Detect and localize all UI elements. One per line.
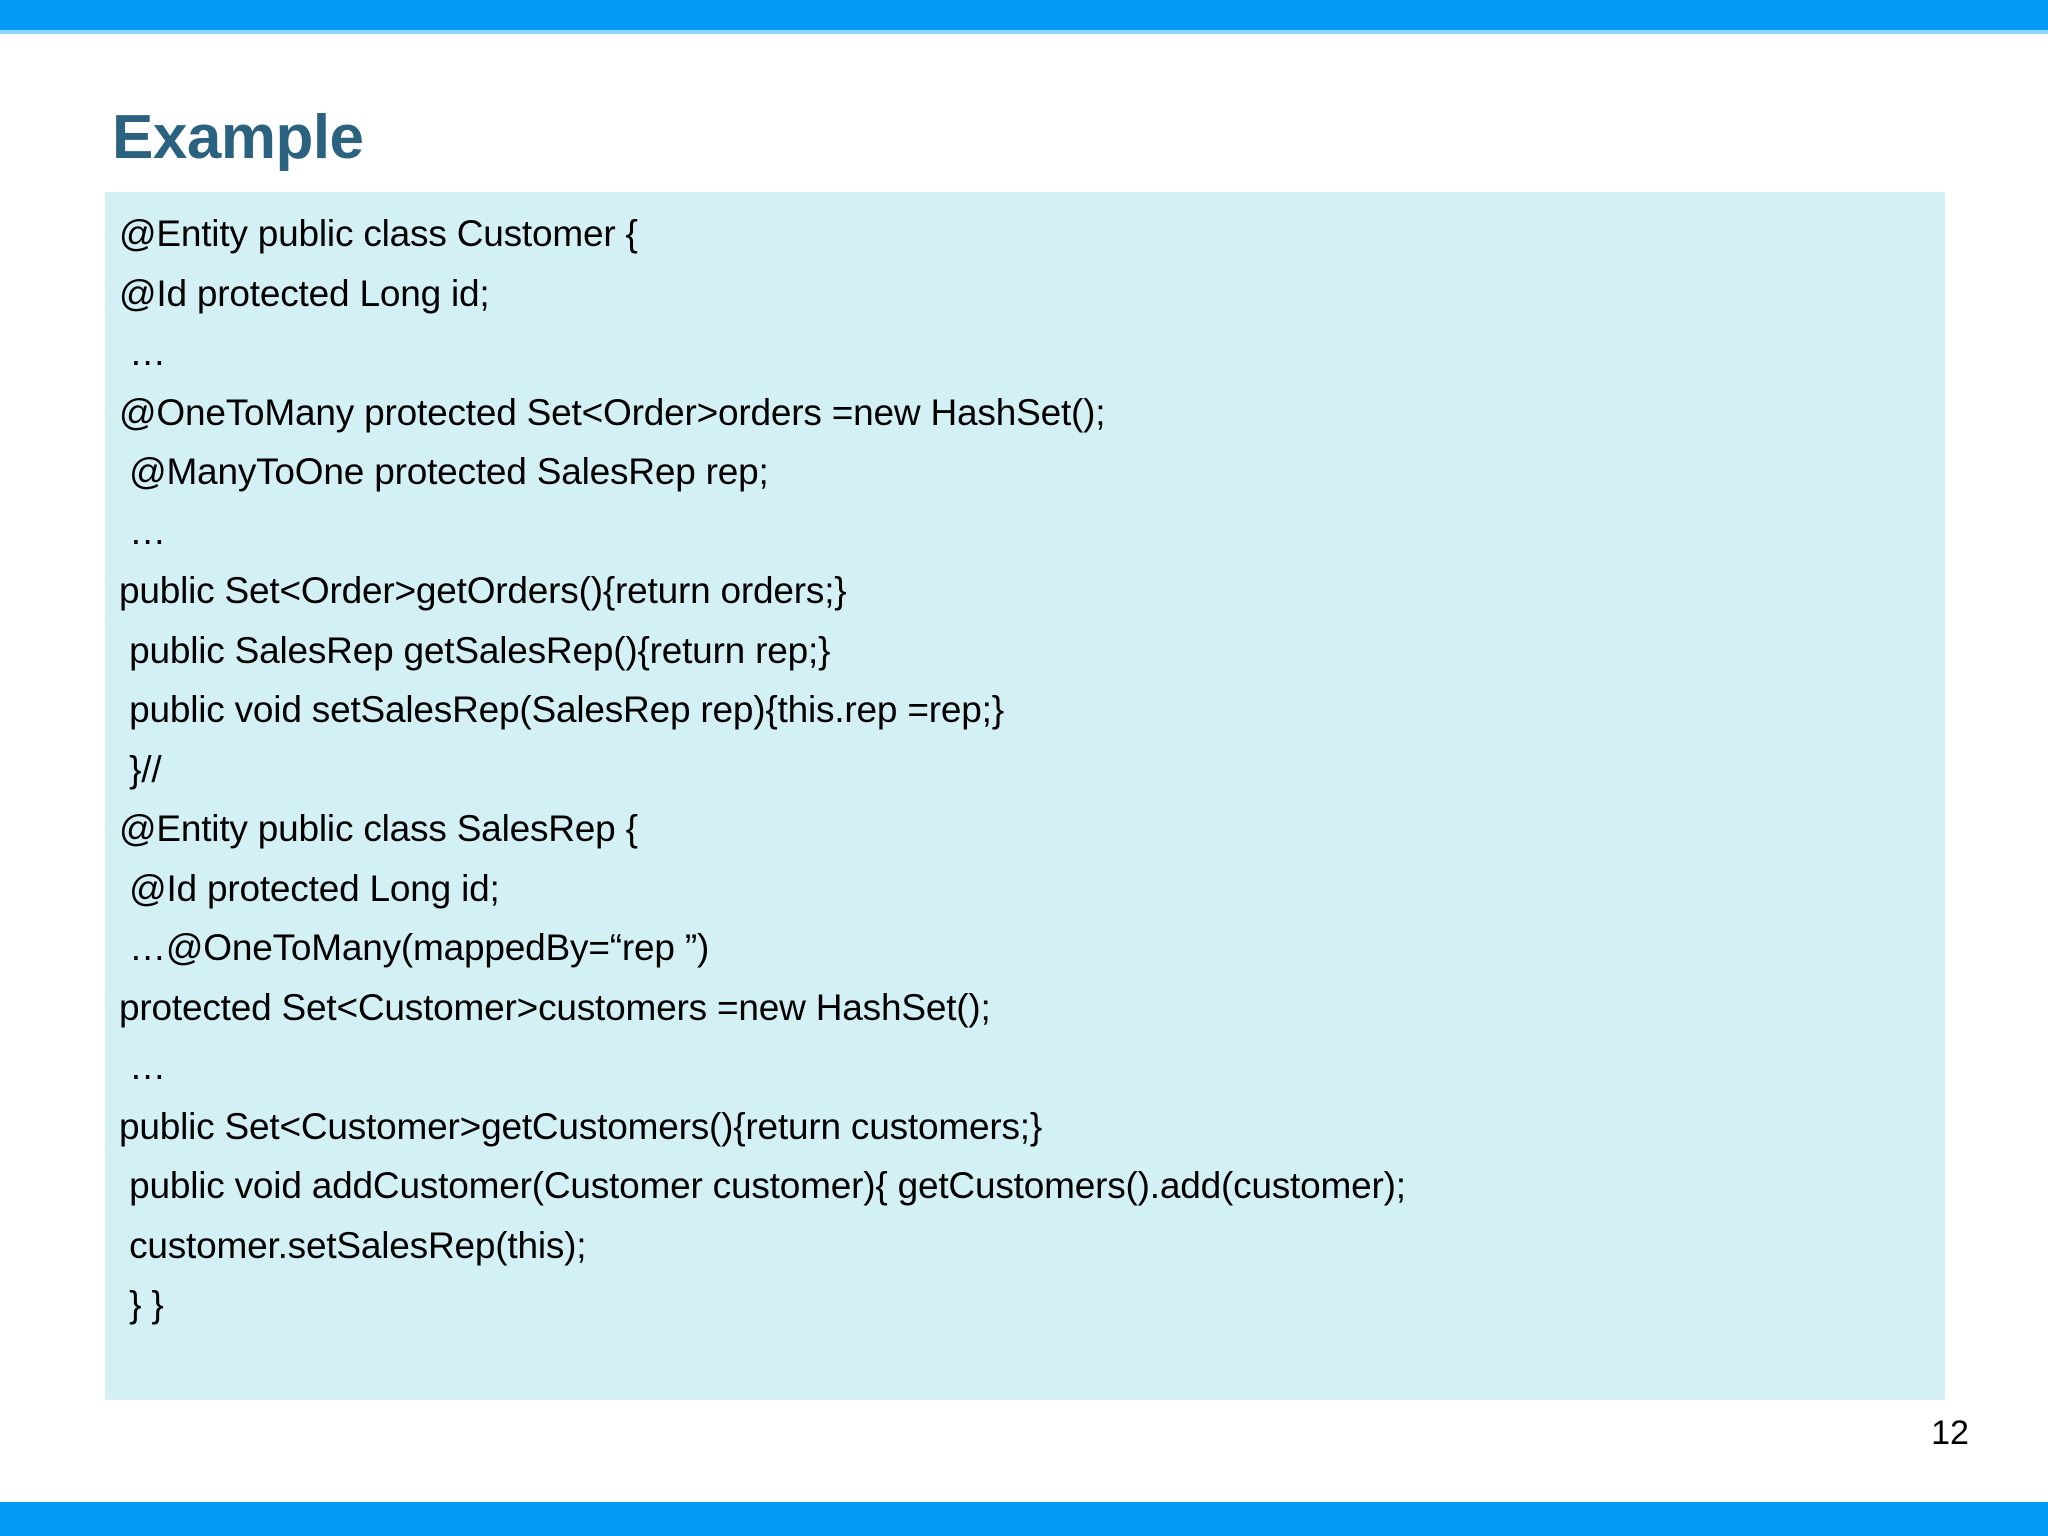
code-line: @ManyToOne protected SalesRep rep; xyxy=(119,451,769,492)
code-line: public SalesRep getSalesRep(){return rep… xyxy=(119,629,831,671)
code-line: @Entity public class SalesRep { xyxy=(119,808,638,849)
code-line: public Set<Order>getOrders(){return orde… xyxy=(119,570,847,611)
code-line: … xyxy=(119,1046,166,1087)
top-accent-bar-thin xyxy=(0,30,2048,34)
code-line: …@OneToMany(mappedBy=“rep ”) xyxy=(119,927,710,968)
code-line: public Set<Customer>getCustomers(){retur… xyxy=(119,1105,1043,1147)
code-line: customer.setSalesRep(this); xyxy=(119,1224,587,1266)
code-line: public void setSalesRep(SalesRep rep){th… xyxy=(119,689,1004,730)
code-line: protected Set<Customer>customers =new Ha… xyxy=(119,986,991,1028)
code-line: }// xyxy=(119,748,162,790)
top-accent-bar xyxy=(0,0,2048,30)
code-line: … xyxy=(119,510,166,552)
code-line: @Id protected Long id; xyxy=(119,867,500,909)
code-line: @Entity public class Customer { xyxy=(119,213,638,254)
bottom-accent-bar xyxy=(0,1502,2048,1536)
code-line: @Id protected Long id; xyxy=(119,272,490,314)
code-line: public void addCustomer(Customer custome… xyxy=(119,1165,1406,1206)
page-number: 12 xyxy=(1931,1414,1969,1452)
code-block-panel: @Entity public class Customer { @Id prote… xyxy=(105,192,1945,1400)
code-line: } } xyxy=(119,1284,164,1325)
page-title: Example xyxy=(112,102,364,172)
code-line: @OneToMany protected Set<Order>orders =n… xyxy=(119,391,1106,433)
code-line: … xyxy=(119,332,166,373)
